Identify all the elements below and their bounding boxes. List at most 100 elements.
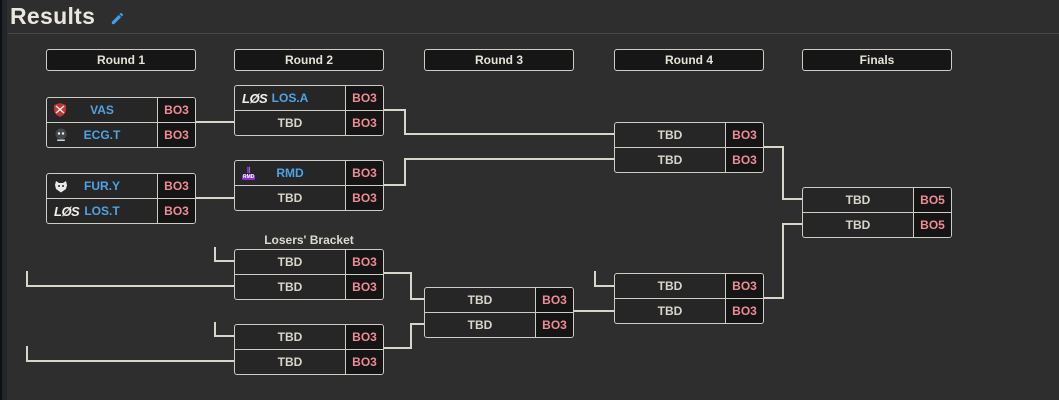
match-format-badge: BO3	[535, 313, 573, 337]
bracket-connector-line	[764, 297, 784, 299]
bracket-connector-line	[410, 298, 424, 300]
bracket-connector-line	[214, 247, 216, 262]
bracket-connector-line	[404, 109, 406, 135]
team-slot-tbd[interactable]: TBD BO3	[615, 298, 763, 323]
team-slot-tbd[interactable]: TBD BO3	[425, 288, 573, 312]
match-format-badge: BO3	[345, 350, 383, 374]
bracket-connector-line	[214, 322, 216, 337]
bracket-connector-line	[410, 272, 412, 300]
bracket-connector-line	[410, 323, 424, 325]
team-name: VAS	[47, 98, 157, 122]
team-slot-tbd[interactable]: TBD BO3	[235, 250, 383, 274]
bracket-connector-line	[384, 109, 406, 111]
bracket-connector-line	[410, 323, 412, 349]
bracket-connector-line	[26, 360, 234, 362]
team-name: TBD	[277, 280, 303, 294]
bracket-connector-line	[196, 197, 234, 199]
window-left-edge	[0, 0, 2, 400]
match-format-badge: BO3	[725, 299, 763, 323]
page-header: Results	[10, 0, 125, 33]
round-header-round-3: Round 3	[424, 49, 574, 71]
team-name: TBD	[657, 304, 683, 318]
team-slot-tbd[interactable]: TBD BO3	[425, 312, 573, 337]
bracket-connector-line	[384, 184, 406, 186]
bracket-connector-line	[404, 133, 614, 135]
team-name: TBD	[277, 255, 303, 269]
team-name: TBD	[467, 293, 493, 307]
bracket-connector-line	[782, 146, 784, 200]
round-header-round-1: Round 1	[46, 49, 196, 71]
bracket-connector-line	[384, 272, 412, 274]
los-wordmark-logo: LØS	[242, 86, 268, 110]
bracket-connector-line	[764, 146, 784, 148]
match-format-badge: BO5	[913, 188, 951, 212]
match-format-badge: BO3	[345, 250, 383, 274]
fury-panther-logo	[54, 174, 68, 198]
match-format-badge: BO3	[345, 86, 383, 110]
los-wordmark-logo-text: LØS	[54, 203, 80, 219]
team-name: TBD	[277, 330, 303, 344]
team-name: ECG.T	[47, 123, 157, 147]
team-name: TBD	[467, 318, 493, 332]
team-name: TBD	[845, 193, 871, 207]
team-slot-tbd[interactable]: TBD BO3	[235, 325, 383, 349]
los-wordmark-logo: LØS	[54, 199, 80, 223]
bracket-connector-line	[594, 271, 596, 287]
bracket-connector-line	[214, 260, 234, 262]
team-name: TBD	[845, 218, 871, 232]
match-format-badge: BO3	[345, 325, 383, 349]
team-slot-fur-y[interactable]: FUR.Y BO3	[47, 174, 195, 198]
match-format-badge: BO3	[345, 111, 383, 135]
bracket-connector-line	[404, 158, 406, 186]
bracket-connector-line	[782, 198, 802, 200]
bracket-connector-line	[782, 223, 784, 299]
page-title: Results	[10, 3, 96, 29]
match-format-badge: BO3	[535, 288, 573, 312]
bracket-connector-line	[26, 285, 234, 287]
match-format-badge: BO3	[157, 174, 195, 198]
match-format-badge: BO3	[157, 98, 195, 122]
team-slot-tbd[interactable]: TBD BO5	[803, 188, 951, 212]
match-format-badge: BO3	[725, 274, 763, 298]
team-slot-tbd[interactable]: TBD BO3	[235, 185, 383, 210]
team-slot-vas[interactable]: VAS BO3	[47, 98, 195, 122]
bracket-connector-line	[404, 158, 614, 160]
match-format-badge: BO3	[345, 186, 383, 210]
team-slot-ecg-t[interactable]: ECG.T BO3	[47, 122, 195, 147]
vas-crest-logo	[54, 98, 66, 122]
edit-pencil-icon[interactable]	[109, 10, 125, 26]
bracket-connector-line	[26, 346, 28, 362]
team-name: TBD	[277, 116, 303, 130]
team-name: TBD	[657, 153, 683, 167]
bracket-connector-line	[196, 121, 234, 123]
team-name: TBD	[277, 191, 303, 205]
window-left-edge-inner	[2, 0, 7, 400]
team-slot-tbd[interactable]: TBD BO3	[235, 110, 383, 135]
match-format-badge: BO3	[345, 161, 383, 185]
ecg-emblem-logo	[54, 123, 68, 147]
match-format-badge: BO3	[157, 123, 195, 147]
